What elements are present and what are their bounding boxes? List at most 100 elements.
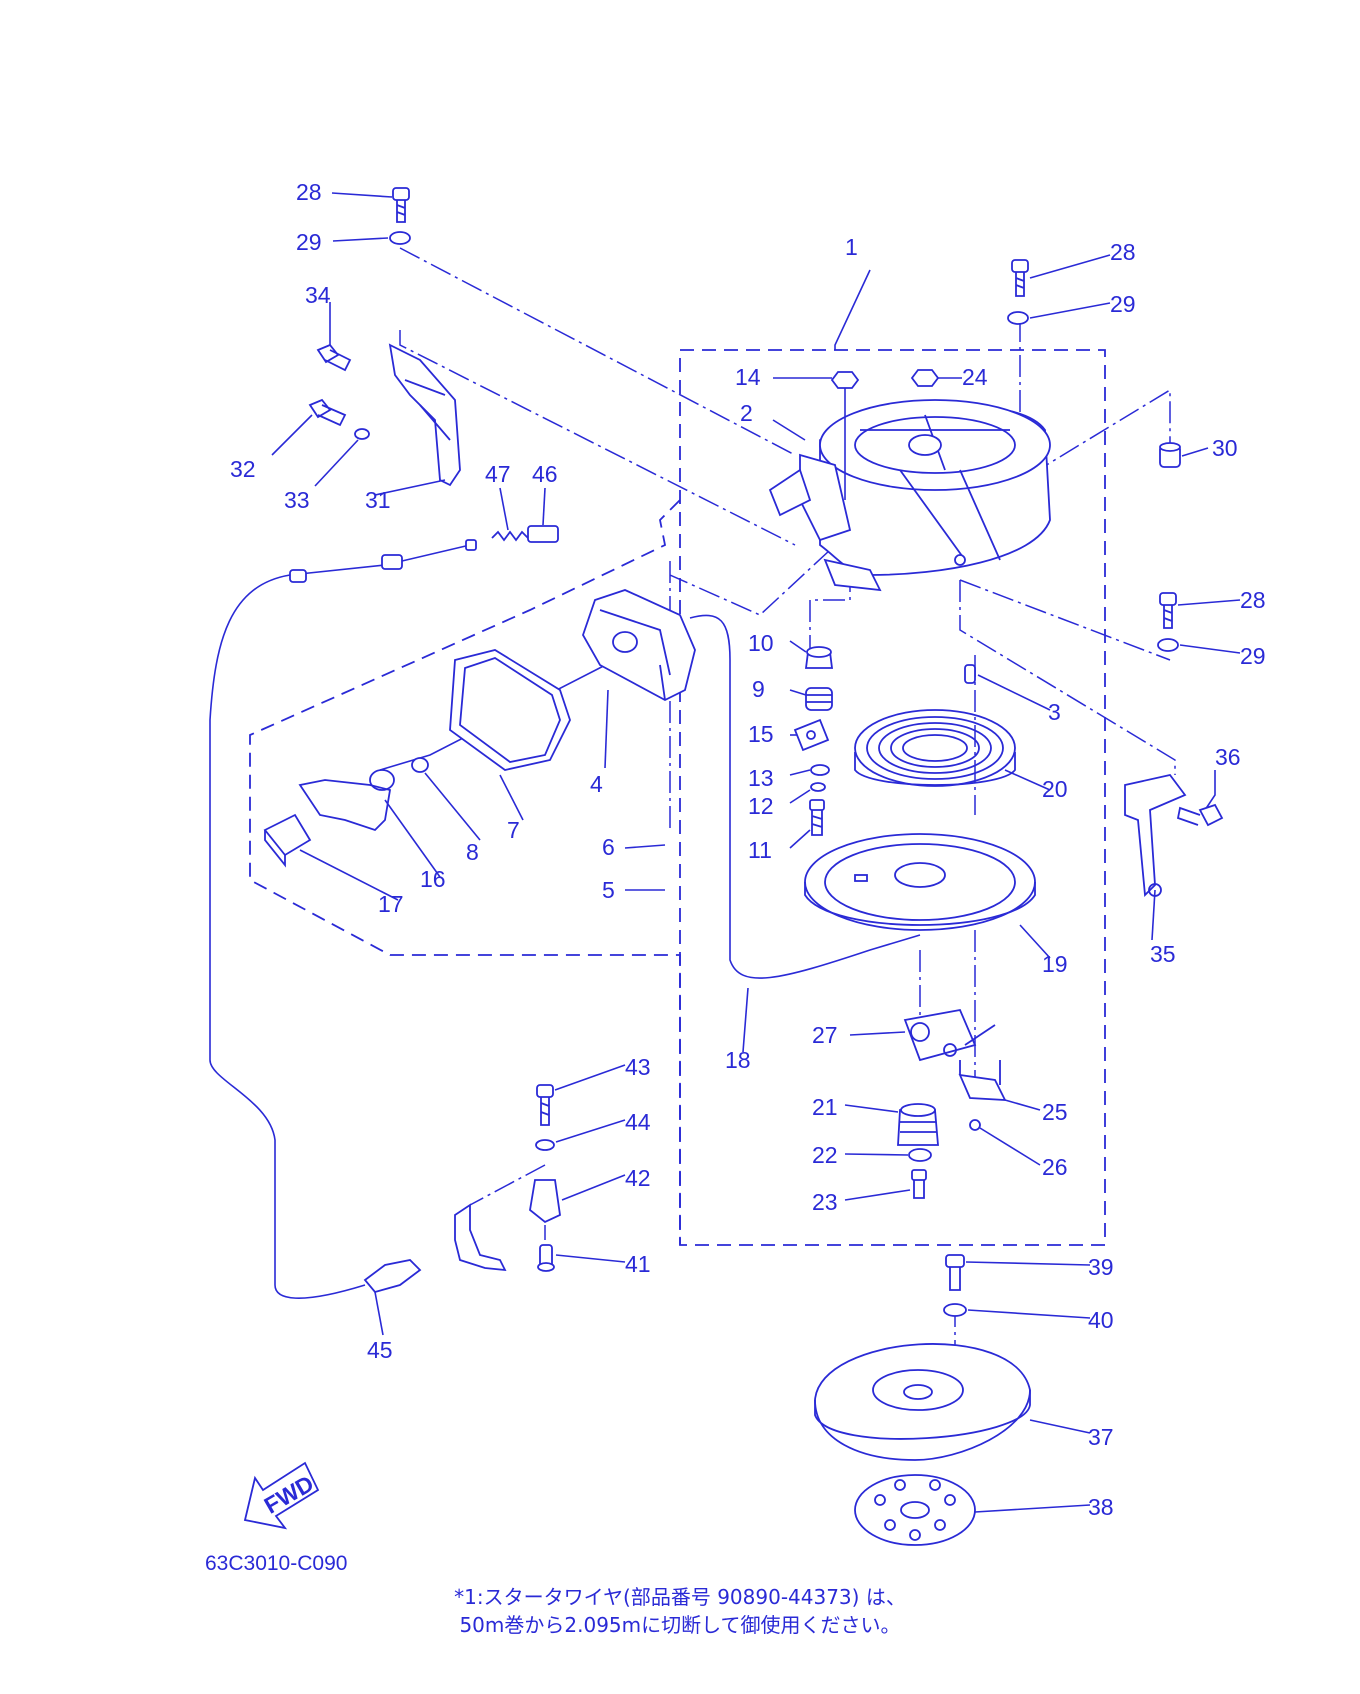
callout-16: 16 — [420, 866, 446, 892]
washer-44 — [535, 1139, 555, 1151]
bolt-28-upper-right — [1011, 259, 1029, 297]
spring-9 — [805, 687, 833, 711]
callout-31: 31 — [365, 487, 391, 513]
sheave-drum-19 — [804, 833, 1036, 931]
callout-15: 15 — [748, 721, 774, 747]
callout-45: 45 — [367, 1337, 393, 1363]
cable-end-46 — [527, 525, 559, 543]
plug-8 — [411, 757, 429, 773]
diagram-code: 63C3010-C090 — [205, 1552, 347, 1575]
callout-8: 8 — [466, 839, 479, 865]
callout-labels: 1 2 3 4 5 6 7 8 9 10 11 12 13 14 15 16 1… — [230, 179, 1266, 1520]
callout-19: 19 — [1042, 951, 1068, 977]
washer-33 — [354, 428, 370, 440]
callout-40: 40 — [1088, 1307, 1114, 1333]
bolt-34 — [316, 343, 352, 372]
plate-15 — [793, 718, 830, 752]
callout-3: 3 — [1048, 699, 1061, 725]
callout-14: 14 — [735, 364, 761, 390]
callout-4: 4 — [590, 771, 603, 797]
callout-5: 5 — [602, 877, 615, 903]
callout-23: 23 — [812, 1189, 838, 1215]
washer-29-upper-left — [389, 231, 411, 245]
pin-3 — [964, 664, 976, 684]
bolt-11 — [809, 799, 825, 836]
lever-35 — [1124, 773, 1187, 897]
clip-26 — [969, 1119, 981, 1131]
callout-29-upper-right: 29 — [1110, 291, 1136, 317]
callout-30: 30 — [1212, 435, 1238, 461]
leader-lines — [271, 192, 1241, 1513]
callout-27: 27 — [812, 1022, 838, 1048]
bolt-28-upper-left — [392, 187, 410, 223]
bolt-43 — [536, 1084, 554, 1126]
callout-32: 32 — [230, 456, 256, 482]
callout-26: 26 — [1042, 1154, 1068, 1180]
callout-37: 37 — [1088, 1424, 1114, 1450]
washer-29-upper-right — [1007, 311, 1029, 325]
washer-22 — [908, 1148, 932, 1162]
spiral-spring-20 — [854, 709, 1016, 787]
starter-rope — [379, 614, 921, 979]
cable-bracket — [454, 1203, 507, 1272]
callout-36: 36 — [1215, 744, 1241, 770]
callout-24: 24 — [962, 364, 988, 390]
callout-28-upper-left: 28 — [296, 179, 322, 205]
pulley-37 — [814, 1343, 1031, 1461]
footnote-line-2: 50m巻から2.095mに切断して御使用ください。 — [459, 1613, 901, 1637]
washer-13 — [810, 764, 830, 776]
callout-20: 20 — [1042, 776, 1068, 802]
plate-38 — [854, 1474, 976, 1546]
nut-14 — [830, 371, 860, 500]
callout-7: 7 — [507, 817, 520, 843]
callout-17: 17 — [378, 891, 404, 917]
callout-2: 2 — [740, 400, 753, 426]
callout-11: 11 — [748, 837, 772, 863]
callout-47: 47 — [485, 461, 511, 487]
control-cable-45 — [209, 539, 477, 1299]
spring-47 — [491, 530, 529, 542]
footnote: *1:スタータワイヤ(部品番号 90890-44373) は、 50m巻から2.… — [0, 1583, 1360, 1639]
bolt-36 — [1176, 803, 1224, 827]
callout-13: 13 — [748, 765, 774, 791]
callout-39: 39 — [1088, 1254, 1114, 1280]
clamp-42 — [529, 1179, 561, 1224]
footnote-line-1: *1:スタータワイヤ(部品番号 90890-44373) は、 — [454, 1585, 906, 1609]
bracket-31 — [388, 343, 461, 487]
plate-25 — [958, 1060, 1007, 1101]
assembly-boundary-1 — [679, 349, 1106, 1246]
plate-17 — [263, 813, 312, 868]
callout-43: 43 — [625, 1054, 651, 1080]
spring-holder-21 — [897, 1103, 939, 1146]
callout-9: 9 — [752, 676, 765, 702]
washer-40 — [943, 1303, 967, 1317]
handle-grip-4 — [582, 589, 696, 702]
callout-46: 46 — [532, 461, 558, 487]
bolt-32 — [308, 398, 347, 427]
callout-6: 6 — [602, 834, 615, 860]
rubber-grip-7 — [449, 649, 571, 771]
bolt-39 — [945, 1254, 965, 1291]
handle-16 — [298, 769, 395, 832]
callout-28-right: 28 — [1240, 587, 1266, 613]
callout-10: 10 — [748, 630, 774, 656]
callout-35: 35 — [1150, 941, 1176, 967]
washer-12 — [810, 782, 826, 792]
drive-pawl-27 — [903, 1008, 996, 1062]
bolt-28-right — [1159, 592, 1177, 629]
callout-42: 42 — [625, 1165, 651, 1191]
nut-24 — [910, 369, 940, 387]
callout-33: 33 — [284, 487, 310, 513]
callout-41: 41 — [625, 1251, 651, 1277]
bolt-23 — [911, 1169, 927, 1199]
callout-1: 1 — [845, 234, 858, 260]
callout-29-upper-left: 29 — [296, 229, 322, 255]
fwd-arrow-icon: FWD — [243, 1461, 320, 1530]
washer-29-right — [1157, 638, 1179, 652]
callout-21: 21 — [812, 1094, 838, 1120]
callout-29-right: 29 — [1240, 643, 1266, 669]
callout-22: 22 — [812, 1142, 838, 1168]
callout-34: 34 — [305, 282, 331, 308]
callout-28-upper-right: 28 — [1110, 239, 1136, 265]
